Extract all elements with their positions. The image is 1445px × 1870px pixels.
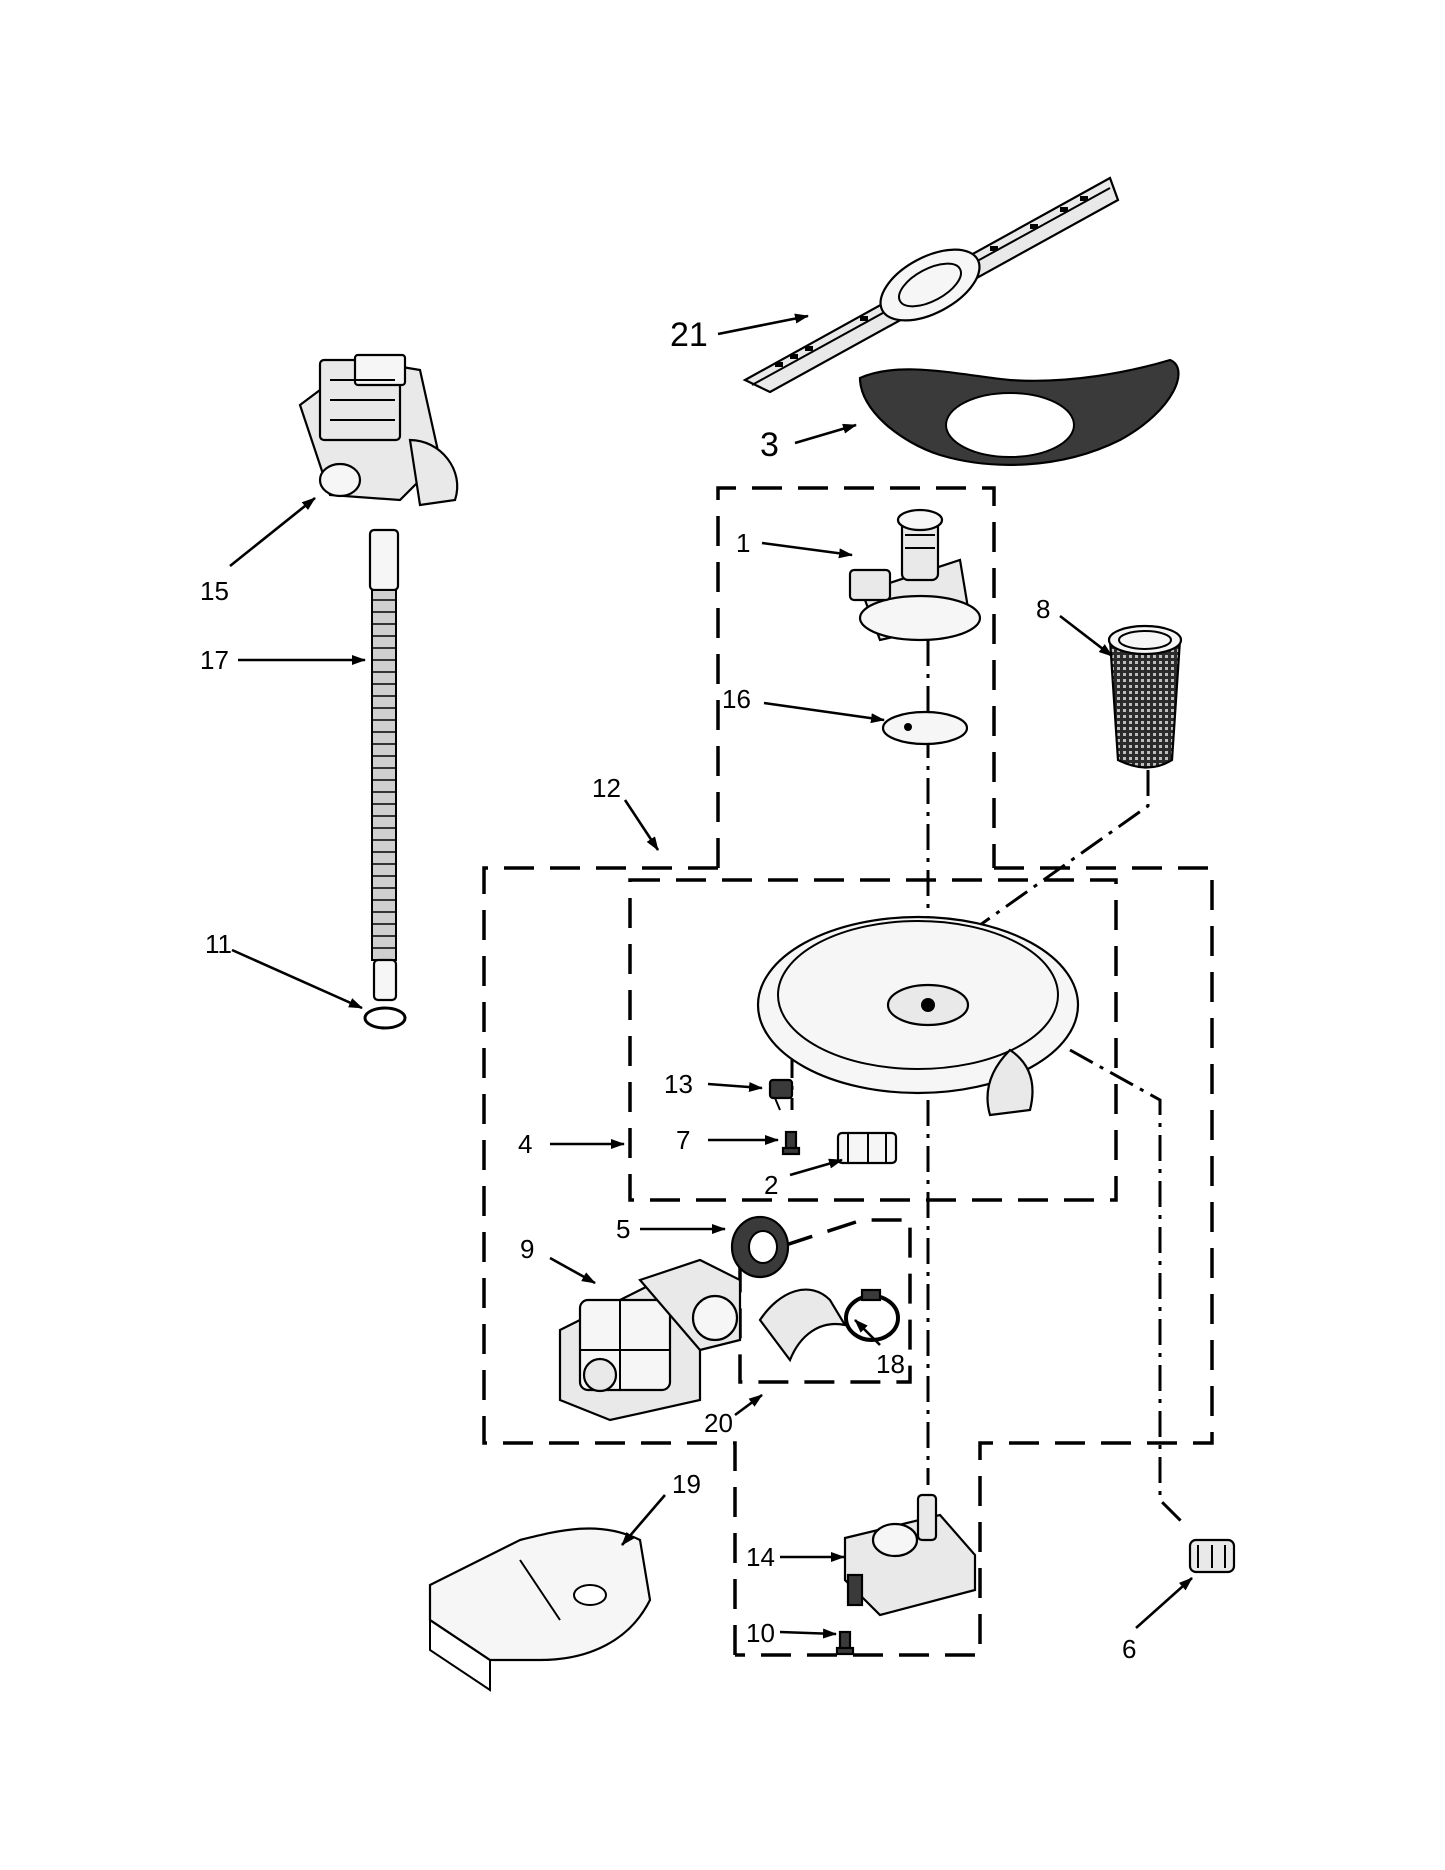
seal-part-5 [730,1215,790,1279]
drain-pump-part-15 [298,353,459,507]
callout-labels: 21 3 1 16 8 15 17 11 12 13 7 4 2 5 9 18 … [200,316,1136,1664]
callout-14: 14 [746,1542,775,1572]
callout-7: 7 [676,1125,690,1155]
boundary-sump-4 [628,878,1118,1202]
circulation-pump-part-9 [558,1258,742,1422]
boundary-spray-arm-mount [716,486,996,868]
diverter-motor-part-14 [843,1493,977,1617]
insulation-part-19 [428,1527,652,1692]
spray-arm-part-21 [742,176,1120,394]
callout-9: 9 [520,1234,534,1264]
callout-16: 16 [722,684,751,714]
callout-20: 20 [704,1408,733,1438]
drain-hose-part-17 [368,528,400,1002]
callout-3: 3 [760,426,779,464]
callout-15: 15 [200,576,229,606]
callout-2: 2 [764,1170,778,1200]
shield-part-3 [858,358,1180,466]
group-boundaries [482,486,1214,1657]
screw-part-10 [835,1630,855,1656]
filter-part-8 [1107,624,1183,769]
mount-part-1 [848,508,982,642]
callout-11: 11 [205,929,232,959]
callout-5: 5 [616,1214,630,1244]
leader-lines [229,313,1193,1639]
callout-1: 1 [736,528,750,558]
hose-clamp-part-18 [844,1288,900,1342]
bracket-part-13 [768,1078,794,1111]
connector-part-2 [836,1131,898,1165]
screw-part-7 [781,1130,801,1156]
callout-17: 17 [200,645,229,675]
callout-18: 18 [876,1349,905,1379]
callout-6: 6 [1122,1634,1136,1664]
sump-housing [756,915,1080,1117]
callout-19: 19 [672,1469,701,1499]
sensor-part-6 [1188,1538,1236,1574]
callout-8: 8 [1036,594,1050,624]
callout-10: 10 [746,1618,775,1648]
boundary-assembly-12-left [482,866,737,1655]
callout-21: 21 [670,316,708,354]
centerline-filter [978,770,1150,1085]
gasket-part-16 [881,710,969,746]
center-lines [790,640,1187,1527]
callout-12: 12 [592,773,621,803]
clamp-part-11 [363,1006,407,1030]
boundary-hose-20 [738,1218,912,1384]
centerline-sensor [1069,1048,1187,1527]
hose-elbow [758,1288,848,1363]
callout-13: 13 [664,1069,693,1099]
callout-4: 4 [518,1129,532,1159]
